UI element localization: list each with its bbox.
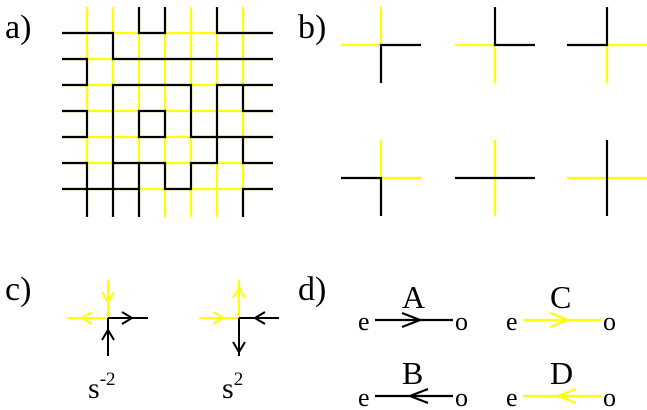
edge-B [375,387,453,405]
edge-B-letter: B [402,355,423,391]
vertex-b2 [455,7,535,83]
panel-d-edges [375,311,601,405]
weight-caption-left-exp: -2 [100,369,116,390]
weight-caption-left-base: s [88,372,100,405]
edge-C [523,311,601,329]
edge-A [375,311,453,329]
vertex-b1 [341,7,421,83]
edge-D [523,387,601,405]
oriented-vertex-left [68,280,148,356]
edge-A-left: e [358,307,370,336]
panel-a-black-loops [62,7,273,217]
edge-C-letter: C [550,279,571,315]
weight-caption-left: s-2 [88,369,116,405]
vertex-b3 [567,7,647,83]
panel-a-yellow-grid [62,7,273,217]
edge-D-left: e [506,383,518,410]
vertex-b6 [567,140,647,216]
vertex-b5 [455,140,535,216]
edge-D-letter: D [550,355,573,391]
weight-caption-right-exp: 2 [234,369,244,390]
edge-B-left: e [358,383,370,410]
edge-A-right: o [455,307,468,336]
panel-c-oriented-vertices [68,280,279,356]
edge-A-letter: A [402,279,425,315]
panel-a-lattice [62,7,273,217]
edge-B-right: o [455,383,468,410]
panel-label-a: a) [5,9,31,46]
edge-C-left: e [506,307,518,336]
panel-b-vertices [341,7,647,216]
oriented-vertex-right [199,280,279,356]
weight-caption-right-base: s [222,372,234,405]
vertex-b4 [341,140,421,216]
edge-C-right: o [603,307,616,336]
edge-D-right: o [603,383,616,410]
weight-caption-right: s2 [222,369,243,405]
panel-label-c: c) [5,271,31,308]
panel-label-d: d) [298,271,326,308]
panel-label-b: b) [298,9,326,46]
